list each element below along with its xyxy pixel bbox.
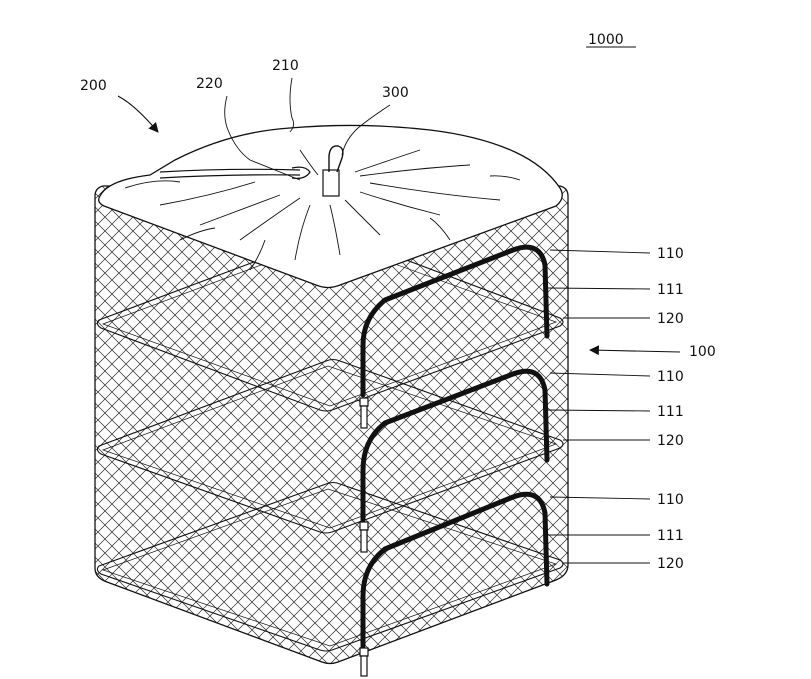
leader-110-a <box>549 249 651 254</box>
frame-3 <box>360 491 550 649</box>
label-110-c: 110 <box>657 492 684 508</box>
frame-1 <box>360 244 550 398</box>
label-120-b: 120 <box>657 433 684 449</box>
hanger-block <box>322 169 340 197</box>
leader-111-b <box>547 409 651 412</box>
label-111-c: 111 <box>657 528 684 544</box>
label-120-c: 120 <box>657 556 684 572</box>
cover <box>98 124 563 289</box>
label-200: 200 <box>80 78 107 94</box>
leader-lines <box>224 77 651 564</box>
drawstring <box>159 166 311 179</box>
label-111-b: 111 <box>657 404 684 420</box>
leader-111-a <box>547 287 651 290</box>
ring-frame-2-inner <box>101 365 558 529</box>
leader-220 <box>224 95 251 161</box>
label-300: 300 <box>382 85 409 101</box>
label-1000: 1000 <box>588 32 624 48</box>
label-120-a: 120 <box>657 311 684 327</box>
arrow-200 <box>117 95 159 133</box>
zipper-pulls <box>359 397 369 677</box>
zipper-pull-3 <box>359 647 369 677</box>
ring-frame-3 <box>96 481 564 652</box>
cover-folds <box>124 149 521 271</box>
hanger-hook <box>328 145 344 173</box>
leader-110-c <box>549 496 651 500</box>
frame-2 <box>360 368 550 523</box>
zipper-pull-1 <box>359 397 369 429</box>
label-220: 220 <box>196 76 223 92</box>
label-100: 100 <box>689 344 716 360</box>
zipper-pull-2 <box>359 521 369 553</box>
leader-300 <box>341 104 391 156</box>
net-mesh <box>94 185 569 665</box>
ring-frame-1-inner <box>101 239 558 407</box>
ring-frame-2 <box>96 358 564 534</box>
frames <box>360 244 550 649</box>
hanger <box>322 145 344 197</box>
label-110-a: 110 <box>657 246 684 262</box>
arrow-100 <box>589 345 681 356</box>
leader-110-b <box>549 372 651 377</box>
ring-frame-3-inner <box>101 488 558 647</box>
label-210: 210 <box>272 58 299 74</box>
label-110-b: 110 <box>657 369 684 385</box>
net-container <box>94 185 569 677</box>
ring-frames <box>96 232 564 652</box>
label-111-a: 111 <box>657 282 684 298</box>
leader-210 <box>289 77 295 133</box>
